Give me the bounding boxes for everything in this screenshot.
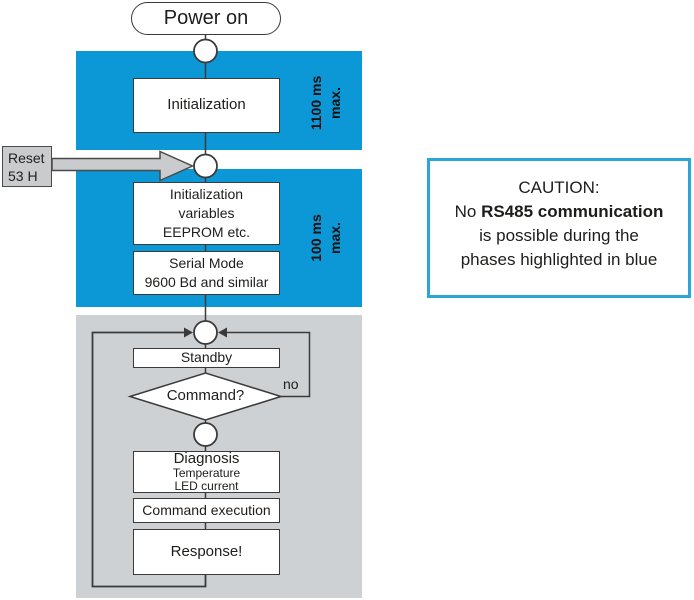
diagnosis-box: Diagnosis Temperature LED current: [133, 451, 280, 493]
diagnosis-line1: Diagnosis: [173, 450, 240, 467]
diagnosis-line3: LED current: [174, 479, 239, 493]
response-label: Response!: [170, 542, 243, 560]
timer-1100ms-label: 1100 ms max.: [307, 58, 351, 148]
timer-1100ms-line2: max.: [327, 87, 343, 119]
initialization-label: Initialization: [167, 96, 246, 114]
init-variables-line3: EEPROM etc.: [162, 224, 251, 240]
timer-100ms-line2: max.: [327, 222, 343, 254]
timer-100ms-line1: 100 ms: [308, 214, 324, 262]
serial-mode-line1: Serial Mode: [169, 255, 244, 271]
caution-line4: phases highlighted in blue: [460, 250, 658, 269]
timer-100ms-label: 100 ms max.: [307, 193, 351, 283]
reset-label-line2: 53 H: [8, 168, 38, 184]
standby-box: Standby: [133, 348, 280, 368]
reset-box: Reset 53 H: [2, 146, 52, 187]
init-variables-box: Initialization variables EEPROM etc.: [133, 182, 280, 245]
standby-label: Standby: [180, 349, 233, 366]
power-on-terminal: Power on: [131, 2, 281, 35]
initialization-box: Initialization: [133, 78, 280, 133]
caution-title: CAUTION:: [518, 178, 600, 197]
caution-line2-prefix: No: [454, 202, 482, 221]
init-variables-line1: Initialization: [169, 186, 244, 202]
command-execution-label: Command execution: [142, 501, 271, 518]
reset-label-line1: Reset: [8, 150, 45, 166]
caution-line2-bold: RS485 communication: [481, 202, 664, 221]
no-branch-label: no: [283, 376, 299, 392]
command-decision-label: Command?: [166, 387, 245, 404]
timer-1100ms-line1: 1100 ms: [308, 75, 324, 131]
power-on-label: Power on: [163, 7, 249, 29]
caution-line3: is possible during the: [479, 226, 639, 245]
command-execution-box: Command execution: [133, 498, 280, 523]
caution-note: CAUTION: No RS485 communication is possi…: [427, 158, 691, 298]
init-variables-line2: variables: [178, 205, 235, 221]
serial-mode-box: Serial Mode 9600 Bd and similar: [133, 251, 280, 295]
response-box: Response!: [133, 529, 280, 575]
serial-mode-line2: 9600 Bd and similar: [144, 274, 269, 290]
caution-line2: No RS485 communication: [430, 200, 688, 224]
